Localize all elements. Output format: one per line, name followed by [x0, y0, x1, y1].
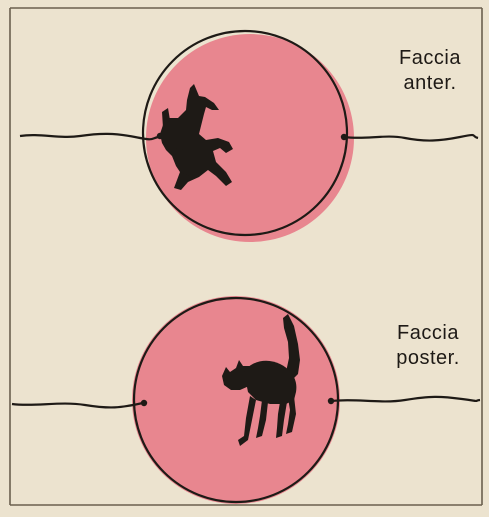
back-face-label-line2: poster.: [378, 346, 478, 371]
back-face-label: Faccia poster.: [378, 321, 478, 371]
back-face-label-line1: Faccia: [378, 321, 478, 346]
back-hole-right: [328, 398, 334, 404]
back-string-right: [332, 397, 480, 402]
front-face-label-line2: anter.: [380, 71, 480, 96]
front-face-label: Faccia anter.: [380, 46, 480, 96]
front-string-left: [20, 134, 158, 139]
back-string-left: [12, 403, 143, 407]
back-hole-left: [141, 400, 147, 406]
front-face-label-line1: Faccia: [380, 46, 480, 71]
back-disc: [132, 296, 340, 504]
front-string-right: [345, 135, 478, 141]
front-hole-right: [341, 134, 347, 140]
